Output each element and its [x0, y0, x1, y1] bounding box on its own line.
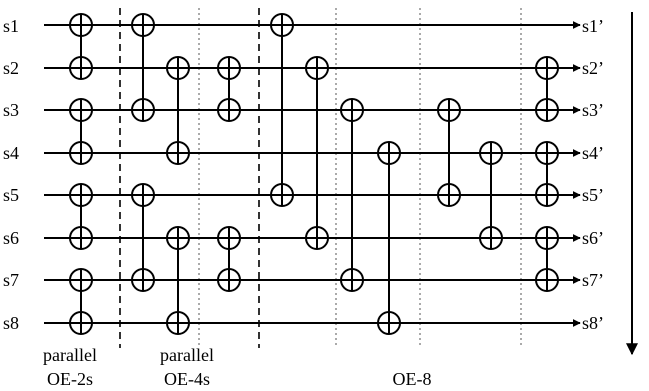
input-label: s2: [3, 58, 19, 78]
stage-label-oe2-line2: OE-2s: [47, 369, 93, 389]
xor-node-icon: [131, 98, 155, 122]
output-label: s8’: [582, 313, 604, 333]
xor-node-icon: [437, 183, 461, 207]
xor-node-icon: [217, 226, 241, 250]
output-labels: s1’ s2’ s3’ s4’ s5’ s6’ s7’ s8’: [582, 16, 604, 333]
stage-separators: [119, 8, 522, 348]
xor-node-icon: [305, 226, 329, 250]
xor-node-icon: [535, 141, 559, 165]
xor-node-icon: [535, 56, 559, 80]
xor-node-icon: [340, 268, 364, 292]
xor-node-icon: [69, 311, 93, 335]
output-label: s3’: [582, 100, 604, 120]
xor-node-icon: [69, 56, 93, 80]
xor-node-icon: [270, 183, 294, 207]
input-label: s3: [3, 100, 19, 120]
xor-node-icon: [166, 311, 190, 335]
xor-node-icon: [377, 311, 401, 335]
stage-label-oe4-line2: OE-4s: [164, 369, 210, 389]
xor-node-icon: [305, 56, 329, 80]
xor-node-icon: [535, 183, 559, 207]
xor-node-icon: [217, 268, 241, 292]
input-label: s8: [3, 313, 19, 333]
stage-labels: parallel OE-2s parallel OE-4s OE-8: [43, 345, 431, 389]
input-label: s7: [3, 270, 19, 290]
input-label: s1: [3, 16, 19, 36]
xor-node-icon: [217, 56, 241, 80]
xor-node-icon: [69, 226, 93, 250]
output-label: s6’: [582, 228, 604, 248]
xor-node-icon: [69, 141, 93, 165]
output-label: s4’: [582, 143, 604, 163]
xor-node-icon: [166, 226, 190, 250]
output-label: s1’: [582, 16, 604, 36]
stage-label-oe4-line1: parallel: [160, 345, 214, 365]
xor-node-icon: [535, 98, 559, 122]
xor-node-icon: [69, 98, 93, 122]
xor-node-icon: [69, 183, 93, 207]
input-label: s6: [3, 228, 19, 248]
xor-node-icon: [131, 183, 155, 207]
stage-label-oe8: OE-8: [393, 369, 432, 389]
xor-node-icon: [166, 141, 190, 165]
output-label: s2’: [582, 58, 604, 78]
xor-node-icon: [535, 268, 559, 292]
xor-node-icon: [535, 226, 559, 250]
xor-node-icon: [479, 226, 503, 250]
input-label: s5: [3, 185, 19, 205]
xor-node-icon: [131, 268, 155, 292]
xor-node-icon: [217, 98, 241, 122]
xor-node-icon: [69, 13, 93, 37]
input-label: s4: [3, 143, 19, 163]
output-label: s7’: [582, 270, 604, 290]
xor-node-icon: [479, 141, 503, 165]
stage-label-oe2-line1: parallel: [43, 345, 97, 365]
input-labels: s1 s2 s3 s4 s5 s6 s7 s8: [3, 16, 19, 333]
xor-node-icon: [69, 268, 93, 292]
comparator-nodes: [69, 13, 559, 335]
xor-node-icon: [377, 141, 401, 165]
xor-node-icon: [340, 98, 364, 122]
xor-node-icon: [270, 13, 294, 37]
xor-node-icon: [437, 98, 461, 122]
xor-node-icon: [166, 56, 190, 80]
xor-node-icon: [131, 13, 155, 37]
output-label: s5’: [582, 185, 604, 205]
